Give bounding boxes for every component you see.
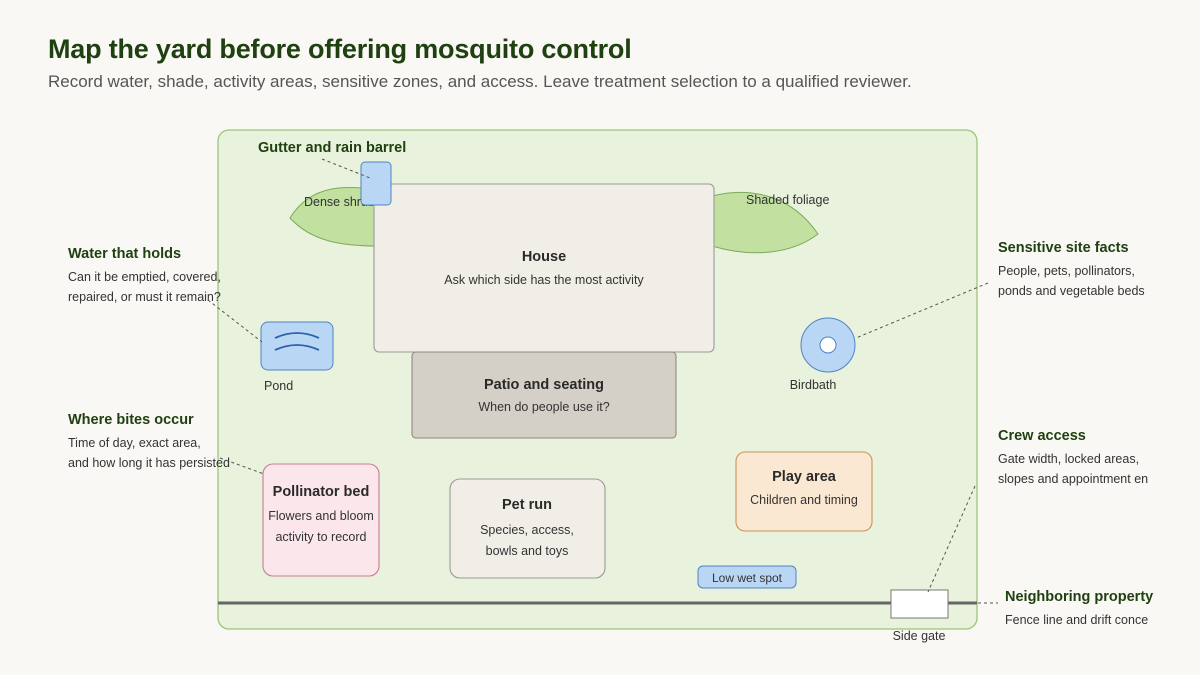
wetspot-label: Low wet spot <box>712 571 783 585</box>
callout-water-line2: repaired, or must it remain? <box>68 290 221 304</box>
birdbath-center <box>819 336 837 354</box>
play-title: Play area <box>772 469 837 485</box>
callout-sensitive-line1: People, pets, pollinators, <box>998 264 1135 278</box>
foliage-leaf-icon <box>711 191 819 254</box>
low-wet-spot <box>697 565 797 589</box>
petrun-title: Pet run <box>502 497 552 513</box>
callout-water-title: Water that holds <box>68 246 181 262</box>
gate-label: Side gate <box>893 629 946 643</box>
play-note: Children and timing <box>750 493 858 507</box>
birdbath-label: Birdbath <box>790 378 837 392</box>
pond-icon <box>260 321 334 371</box>
house-note: Ask which side has the most activity <box>444 273 644 287</box>
gutter-leader <box>321 158 371 179</box>
rain-barrel-icon <box>360 161 392 206</box>
pond-wave-icon <box>274 344 320 351</box>
pond-wave-icon <box>274 332 320 339</box>
play-area <box>735 451 873 532</box>
crew-leader <box>927 485 976 593</box>
pollinator-title: Pollinator bed <box>273 484 370 500</box>
pollinator-line2: activity to record <box>275 530 366 544</box>
patio-note: When do people use it? <box>478 400 609 414</box>
patio-block <box>411 351 677 439</box>
callout-neighbor-title: Neighboring property <box>1005 589 1153 605</box>
bites-leader <box>219 457 265 475</box>
callout-bites-line1: Time of day, exact area, <box>68 436 201 450</box>
pollinator-line1: Flowers and bloom <box>268 509 374 523</box>
patio-title: Patio and seating <box>484 377 604 393</box>
callout-bites-line2: and how long it has persisted <box>68 456 230 470</box>
pond-label: Pond <box>264 379 293 393</box>
callout-sensitive-title: Sensitive site facts <box>998 240 1129 256</box>
page-title: Map the yard before offering mosquito co… <box>48 34 632 64</box>
house-title: House <box>522 249 566 265</box>
callout-crew-line2: slopes and appointment en <box>998 472 1148 486</box>
callout-neighbor-line1: Fence line and drift conce <box>1005 613 1148 627</box>
pet-run <box>449 478 606 579</box>
petrun-line2: bowls and toys <box>486 544 569 558</box>
callout-crew-line1: Gate width, locked areas, <box>998 452 1139 466</box>
foliage-label: Shaded foliage <box>746 193 829 207</box>
callout-sensitive-line2: ponds and vegetable beds <box>998 284 1145 298</box>
side-gate <box>890 589 949 619</box>
petrun-line1: Species, access, <box>480 523 574 537</box>
callout-crew-title: Crew access <box>998 428 1086 444</box>
gutter-label: Gutter and rain barrel <box>258 140 406 156</box>
house-block <box>373 183 715 353</box>
pollinator-bed <box>262 463 380 577</box>
callout-bites-title: Where bites occur <box>68 412 194 428</box>
page-subtitle: Record water, shade, activity areas, sen… <box>48 72 912 91</box>
callout-water-line1: Can it be emptied, covered, <box>68 270 221 284</box>
